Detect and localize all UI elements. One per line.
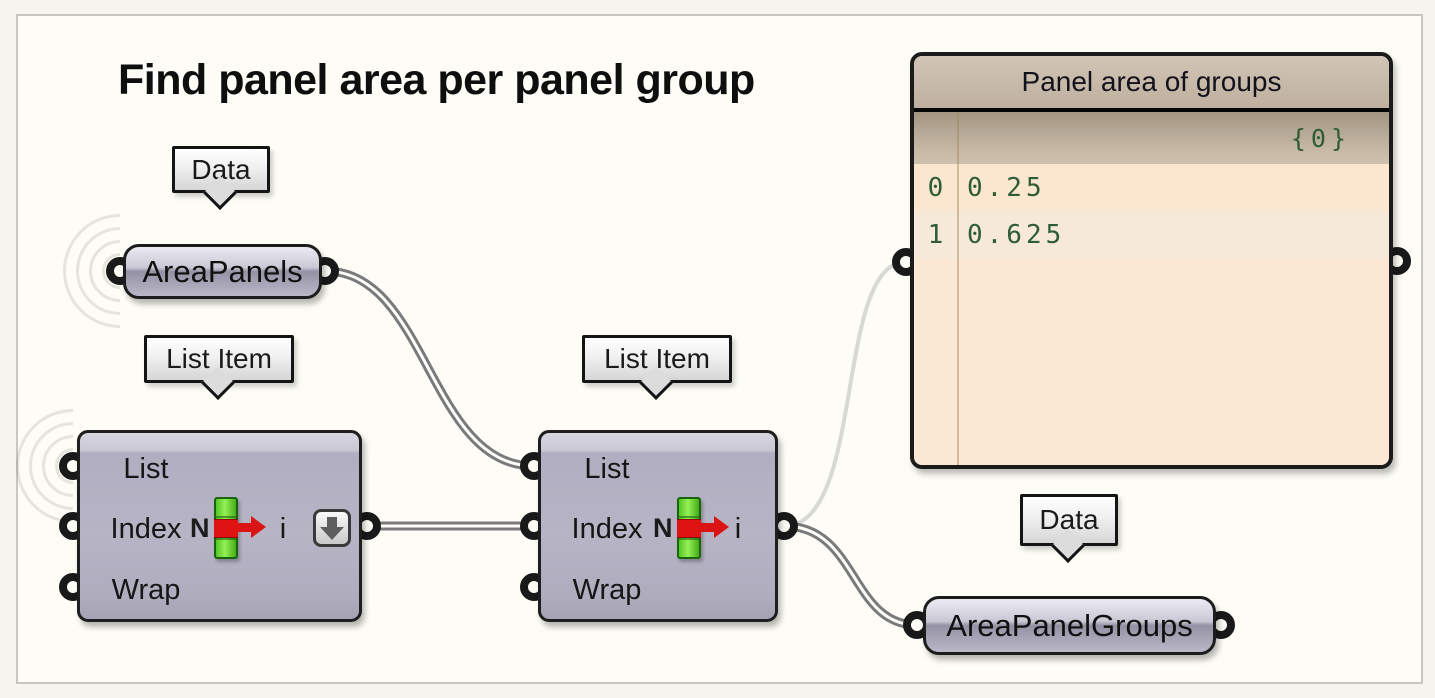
label-bubble-list-item-2: List Item (582, 335, 732, 383)
parameter-label: AreaPanelGroups (946, 607, 1193, 643)
extract-arrow-icon (234, 523, 251, 532)
ripple-arcs (3, 396, 73, 536)
bubble-text: Data (191, 153, 251, 185)
input-label-wrap: Wrap (111, 574, 181, 606)
list-item-icon: N (653, 497, 733, 559)
bubble-text: Data (1039, 504, 1099, 535)
input-label-index: Index (110, 513, 182, 545)
icon-n-glyph: N (190, 513, 210, 543)
wire-areapanels-to-listitem2-list[interactable] (324, 266, 535, 471)
label-bubble-data: Data (172, 146, 270, 193)
input-label-list: List (584, 453, 630, 485)
data-panel[interactable]: Panel area of groups {0} 0 0.25 1 0.625 (910, 52, 1393, 469)
input-label-list: List (123, 453, 169, 485)
panel-title: Panel area of groups (914, 56, 1389, 112)
wire-listitem2-to-panel[interactable] (783, 260, 907, 528)
ripple-arcs (50, 201, 120, 341)
row-value: 0.25 (967, 172, 1046, 203)
row-value: 0.625 (967, 219, 1066, 250)
output-label-i: i (734, 513, 742, 545)
extract-arrow-icon (714, 516, 729, 538)
list-item-component-2[interactable]: List Index Wrap N i (538, 430, 778, 622)
flatten-indicator-button[interactable] (313, 509, 351, 547)
page-title: Find panel area per panel group (118, 56, 755, 104)
panel-index-divider (957, 112, 959, 465)
panel-title-text: Panel area of groups (1021, 66, 1282, 97)
extract-arrow-icon (251, 516, 266, 538)
panel-path-row: {0} (914, 112, 1389, 164)
panel-empty-area (914, 258, 1389, 465)
panel-path-text: {0} (1290, 123, 1351, 153)
wire-listitem2-to-areapanelgroups[interactable] (783, 521, 918, 630)
selected-item-glyph (677, 519, 701, 538)
list-item-component-1[interactable]: List Index Wrap N i (77, 430, 362, 622)
areapanelgroups-parameter[interactable]: AreaPanelGroups (923, 596, 1216, 655)
row-index: 0 (927, 172, 944, 203)
label-bubble-list-item-1: List Item (144, 335, 294, 383)
areapanels-parameter[interactable]: AreaPanels (123, 244, 322, 299)
bubble-text: List Item (166, 343, 272, 374)
input-label-wrap: Wrap (572, 574, 642, 606)
icon-n-glyph: N (653, 513, 673, 543)
row-index: 1 (927, 219, 944, 250)
extract-arrow-icon (697, 523, 714, 532)
selected-item-glyph (214, 519, 238, 538)
bubble-text: List Item (604, 343, 710, 374)
panel-data-row: 0 0.25 (914, 164, 1389, 211)
input-label-index: Index (571, 513, 643, 545)
output-label-i: i (279, 513, 287, 545)
parameter-label: AreaPanels (142, 253, 303, 289)
label-bubble-data-2: Data (1020, 494, 1118, 546)
panel-data-row: 1 0.625 (914, 211, 1389, 258)
list-item-icon: N (190, 497, 270, 559)
